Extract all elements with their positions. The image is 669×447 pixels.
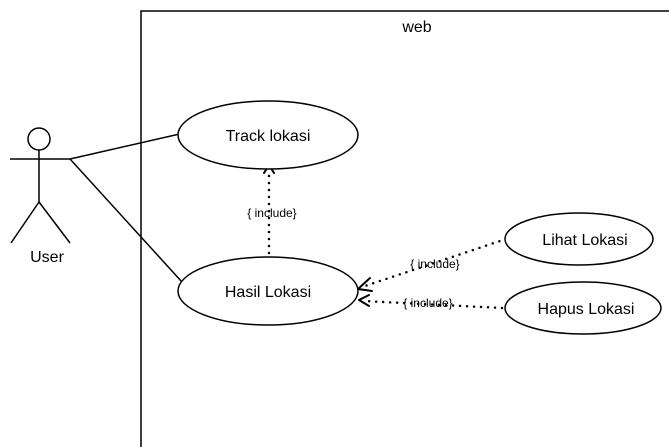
association-user-hasil-lokasi	[69, 158, 183, 283]
include-line-hapus	[362, 299, 504, 310]
actor-left-leg	[10, 201, 40, 244]
hasil-lokasi-label: Hasil Lokasi	[225, 284, 311, 301]
use-case-hapus-lokasi: Hapus Lokasi	[504, 281, 662, 335]
user-actor	[10, 127, 71, 244]
track-lokasi-label: Track lokasi	[226, 128, 311, 145]
use-case-lihat-lokasi: Lihat Lokasi	[504, 212, 654, 266]
use-case-track-lokasi: Track lokasi	[177, 100, 359, 170]
actor-right-leg	[38, 201, 71, 244]
association-user-track-lokasi	[69, 132, 185, 160]
include-label-track: { include}	[247, 206, 296, 220]
hasil-lokasi-ellipse	[177, 256, 359, 326]
use-case-hasil-lokasi: Hasil Lokasi	[177, 256, 359, 326]
include-label-lihat: { include}	[410, 257, 459, 271]
include-arrow-hapus	[358, 294, 370, 307]
system-label: web	[401, 19, 431, 36]
hapus-lokasi-label: Hapus Lokasi	[538, 301, 635, 318]
lihat-lokasi-ellipse	[504, 212, 654, 266]
lihat-lokasi-label: Lihat Lokasi	[542, 232, 627, 249]
track-lokasi-ellipse	[177, 100, 359, 170]
include-label-hapus: { include}	[403, 296, 452, 310]
actor-label: User	[30, 249, 64, 266]
actor-head	[27, 127, 51, 151]
hapus-lokasi-ellipse	[504, 281, 662, 335]
